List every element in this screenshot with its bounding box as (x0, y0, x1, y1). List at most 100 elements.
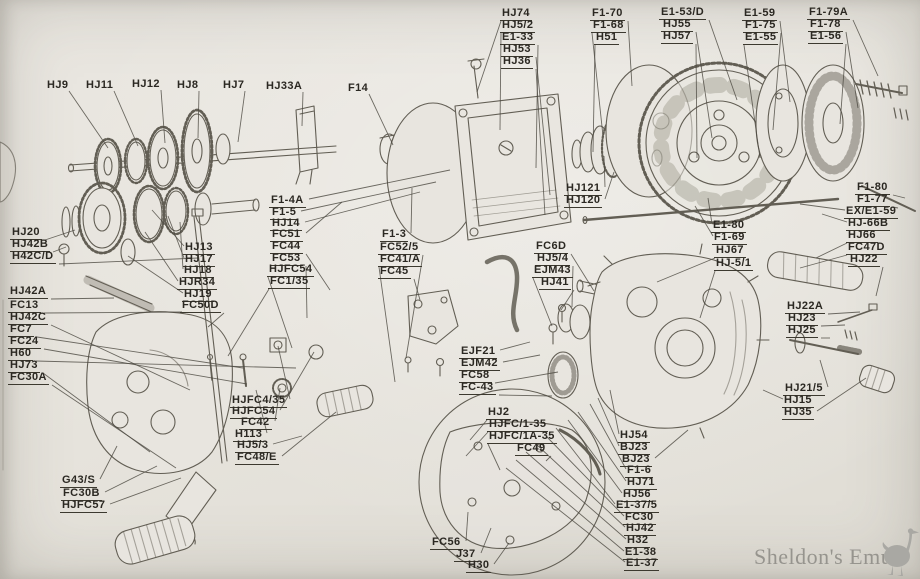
part-label: F1-70 (590, 7, 625, 21)
part-label: HJ36 (501, 55, 533, 69)
page-edge-scraps (0, 141, 17, 471)
part-label: HJ5/2 (500, 19, 536, 33)
part-label: HJ25 (786, 324, 818, 338)
part-label: FC47D (846, 241, 887, 255)
part-label: HJ66 (846, 229, 878, 243)
part-label: E1-56 (808, 30, 844, 44)
part-label: HJ8 (177, 79, 199, 91)
part-label: EJF21 (459, 345, 498, 359)
part-label: FC24 (8, 335, 41, 349)
part-label: HJFC54 (267, 263, 315, 277)
part-label: FC53 (270, 252, 303, 266)
part-label: FC30 (623, 511, 656, 525)
part-label: EJM43 (532, 264, 573, 278)
part-label: FC30B (61, 487, 102, 501)
part-label: EJM42 (459, 357, 500, 371)
part-label: HJ7 (223, 79, 245, 91)
part-label: HJ42B (10, 238, 51, 252)
part-label: HJFC57 (60, 499, 108, 513)
part-label: FC-43 (459, 381, 496, 395)
part-label: F1-78 (808, 18, 843, 32)
part-label: HJ56 (621, 488, 653, 502)
part-label: HJ42 (624, 522, 656, 536)
part-label: HJ73 (8, 359, 40, 373)
part-label: HJ18 (182, 264, 214, 278)
part-label: HJ13 (183, 241, 215, 255)
part-label: FC6D (534, 240, 569, 254)
part-label: F1-5 (270, 206, 299, 220)
kickstart-art (114, 384, 374, 565)
part-label: F1-68 (591, 19, 626, 33)
part-label: HJR34 (177, 276, 218, 290)
part-label: HJ-66B (846, 217, 891, 231)
part-label: E1-33 (500, 31, 536, 45)
part-label: E1-55 (743, 31, 779, 45)
part-label: FC1/35 (268, 275, 311, 289)
part-label: HJ74 (500, 7, 532, 21)
part-label: FC44 (270, 240, 303, 254)
part-label: F1-77 (855, 193, 890, 207)
part-label: H51 (594, 31, 620, 45)
part-label: HJ9 (47, 79, 69, 91)
part-label: HJ12 (132, 78, 160, 90)
part-label: HJ-5/1 (714, 257, 754, 271)
part-label: HJFC/1A-35 (487, 430, 557, 444)
part-label: FC45 (378, 265, 411, 279)
part-label: H30 (466, 559, 492, 573)
part-label: HJ21/5 (783, 382, 825, 396)
part-label: HJ14 (270, 217, 302, 231)
part-label: F1-4A (269, 194, 306, 208)
part-label: HJ42A (8, 285, 49, 299)
watermark-text: Sheldon's Emu (754, 544, 893, 569)
part-label: E1-53/D (659, 6, 707, 20)
part-label: HJ67 (714, 244, 746, 258)
part-label: FC30A (8, 371, 49, 385)
kick-lever-art (766, 251, 896, 394)
part-label: HJ20 (10, 226, 42, 240)
part-label: FC56 (430, 536, 463, 550)
part-label: HJ23 (786, 312, 818, 326)
part-label: E1-38 (623, 546, 659, 560)
part-label: E1-80 (711, 219, 747, 233)
part-label: J37 (454, 548, 478, 562)
part-label: E1-59 (742, 7, 778, 21)
part-label: HJ15 (782, 394, 814, 408)
part-label: EX/E1-59 (844, 205, 899, 219)
part-label: HJ71 (625, 476, 657, 490)
part-label: HJFC/1-35 (487, 418, 549, 432)
part-label: HJ35 (782, 406, 814, 420)
part-label: FC51 (270, 228, 303, 242)
part-label: HJ121 (564, 182, 603, 196)
part-label: FC7 (8, 323, 34, 337)
part-label: E1-37 (624, 557, 660, 571)
part-label: H42C/D (10, 250, 56, 264)
part-label: HJ22A (785, 300, 826, 314)
part-label: HJ5/3 (235, 439, 271, 453)
part-label: F1-6 (625, 464, 654, 478)
part-label: H32 (625, 534, 651, 548)
part-label: BJ23 (620, 453, 652, 467)
part-label: H60 (8, 347, 34, 361)
part-label: HJ54 (618, 429, 650, 443)
part-label: HJ42C (8, 311, 49, 325)
part-label: FC58 (459, 369, 492, 383)
part-label: F1-3 (380, 228, 409, 242)
part-label: H113 (233, 428, 265, 442)
part-label: HJ53 (501, 43, 533, 57)
part-label: F1-80 (855, 181, 890, 195)
part-label: HJ5/4 (535, 252, 571, 266)
part-label: HJ57 (661, 30, 693, 44)
part-label: FC50D (180, 299, 221, 313)
part-label: FC48/E (235, 451, 279, 465)
part-label: HJ2 (486, 406, 512, 420)
gearbox-shell-art (547, 243, 770, 439)
part-label: F1-69 (712, 231, 747, 245)
part-label: HJ41 (539, 276, 571, 290)
part-label: HJ55 (661, 18, 693, 32)
part-label: FC49 (515, 442, 548, 456)
part-label: F1-75 (743, 19, 778, 33)
part-label: FC13 (8, 299, 41, 313)
part-label: BJ23 (618, 441, 650, 455)
emu-logo-icon (882, 528, 919, 576)
